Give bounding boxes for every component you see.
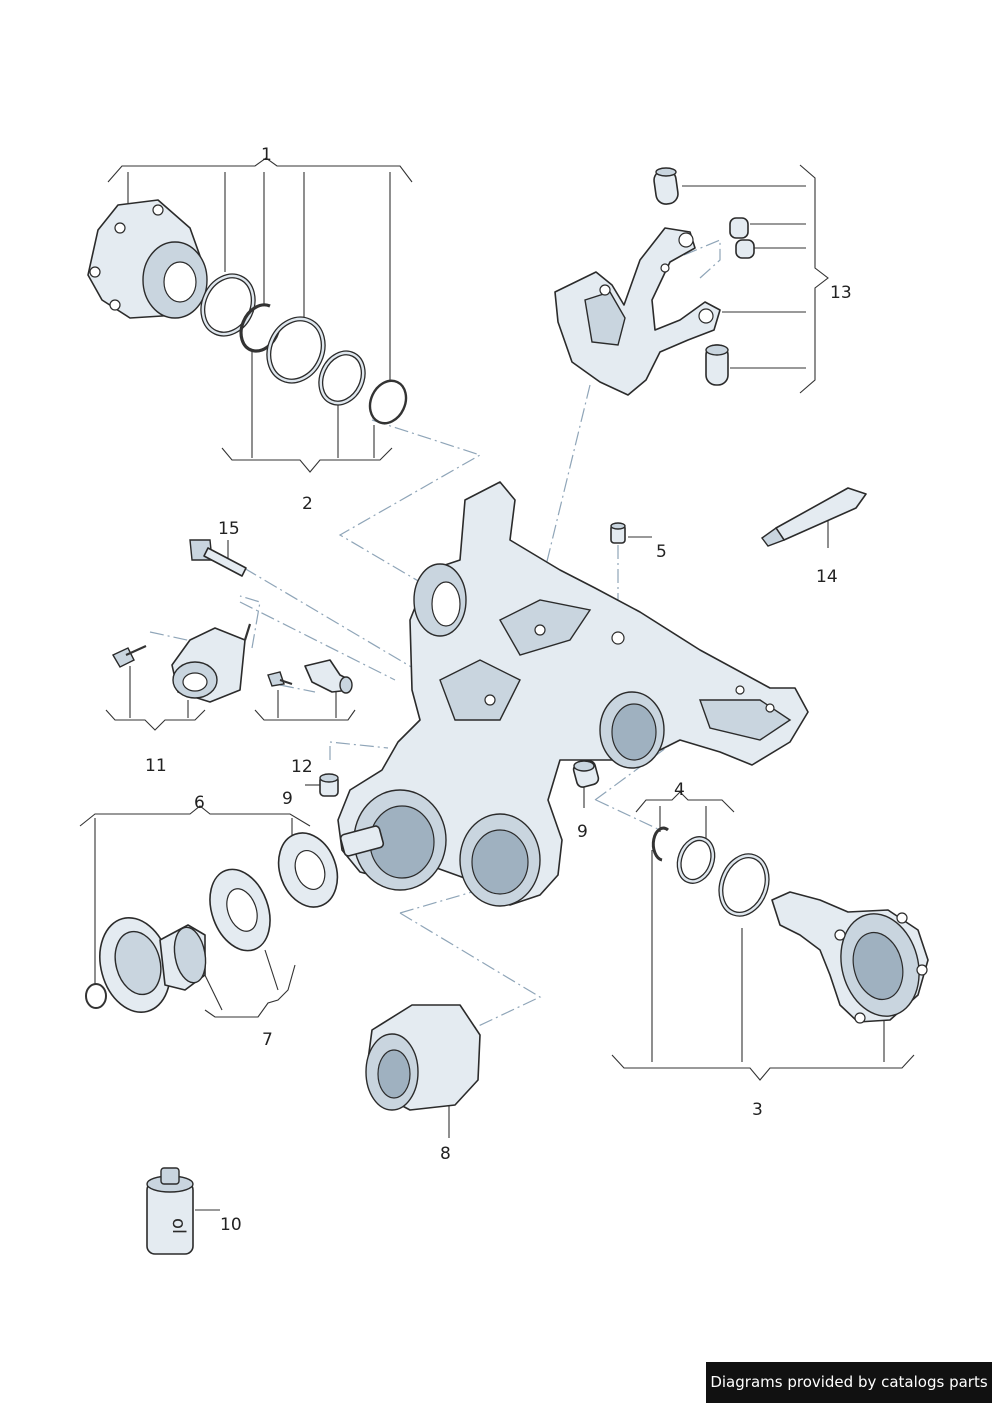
label-10: 10 (220, 1215, 242, 1235)
label-1: 1 (261, 145, 272, 165)
part-14-sealant-tube (761, 487, 867, 547)
part-8-cage (365, 1004, 481, 1111)
part-11-actuator (112, 623, 252, 703)
label-7: 7 (262, 1030, 273, 1050)
part-10-oil-bottle: ol (146, 1167, 194, 1255)
label-12: 12 (291, 757, 313, 777)
part-15-bolt (189, 539, 247, 577)
callout-labels: 1 2 13 5 14 15 11 12 9 9 6 7 4 3 8 10 (145, 145, 852, 1235)
part-7-disc-spring (209, 868, 271, 952)
label-9-left: 9 (282, 789, 293, 809)
part-4-rings (651, 826, 770, 917)
label-2: 2 (302, 494, 313, 514)
svg-text:ol: ol (168, 1218, 189, 1234)
part-main-housing (337, 481, 809, 907)
part-1-differential-cover (87, 199, 208, 319)
label-15: 15 (218, 519, 240, 539)
label-5: 5 (656, 542, 667, 562)
part-9-bushing-right (572, 760, 600, 788)
label-13: 13 (830, 283, 852, 303)
part-13-bracket (554, 167, 755, 396)
part-9-bushing-left (319, 773, 339, 797)
part-3-output-flange (771, 891, 929, 1024)
label-4: 4 (674, 780, 685, 800)
label-8: 8 (440, 1144, 451, 1164)
footer-attribution-badge: Diagrams provided by catalogs parts (706, 1362, 992, 1403)
leader-lines (79, 157, 915, 1211)
label-9-right: 9 (577, 822, 588, 842)
label-6: 6 (194, 793, 205, 813)
assembly-lines (149, 239, 721, 1031)
part-5-plug (610, 522, 626, 544)
part-1-rings (200, 273, 408, 425)
label-14: 14 (816, 567, 838, 587)
part-12-sensor (267, 659, 353, 694)
label-3: 3 (752, 1100, 763, 1120)
label-11: 11 (145, 756, 167, 776)
part-6-flange (85, 832, 339, 1013)
